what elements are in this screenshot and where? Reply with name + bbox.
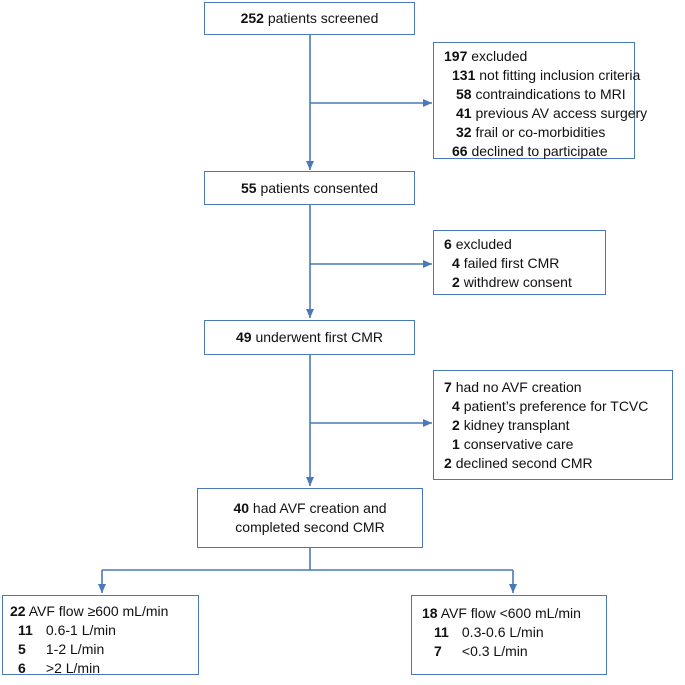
high-flow-count: 22 — [10, 603, 26, 619]
second-cmr-line2: completed second CMR — [235, 519, 385, 535]
no-avf-item-label: kidney transplant — [463, 417, 570, 433]
high-flow-item: 6 >2 L/min — [10, 659, 198, 678]
excluded1-item-label: previous AV access surgery — [475, 105, 648, 121]
low-flow-item-label: <0.3 L/min — [461, 643, 528, 659]
no-avf-item-count: 2 — [452, 417, 460, 433]
low-flow-label: AVF flow <600 mL/min — [440, 605, 581, 621]
excluded2-item-count: 2 — [452, 274, 460, 290]
high-flow-item-count: 5 — [18, 641, 26, 657]
excluded1-count: 197 — [444, 48, 468, 64]
no-avf-item-label: patient’s preference for TCVC — [463, 398, 649, 414]
excluded1-item-count: 58 — [456, 86, 472, 102]
excluded2-head: 6 excluded — [444, 235, 605, 254]
high-flow-box: 22 AVF flow ≥600 mL/min 11 0.6-1 L/min 5… — [2, 595, 199, 678]
low-flow-item-count: 11 — [434, 624, 449, 640]
excluded1-item-label: declined to participate — [471, 143, 608, 159]
excluded1-item-label: not fitting inclusion criteria — [479, 67, 641, 83]
excluded1-item-count: 66 — [452, 143, 468, 159]
excluded1-item-count: 131 — [452, 67, 476, 83]
no-avf-box: 7 had no AVF creation 4 patient’s prefer… — [433, 370, 673, 480]
excluded2-count: 6 — [444, 236, 452, 252]
excluded1-item-count: 41 — [456, 105, 472, 121]
second-cmr-label: had AVF creation and — [252, 500, 387, 516]
excluded1-item: 41 previous AV access surgery — [444, 104, 647, 123]
second-cmr-box: 40 had AVF creation and completed second… — [197, 488, 423, 548]
first-cmr-box: 49 underwent first CMR — [204, 320, 415, 355]
second-cmr-line1: 40 had AVF creation and — [198, 499, 422, 518]
high-flow-item-count: 6 — [18, 660, 26, 676]
excluded2-item-count: 4 — [452, 255, 460, 271]
excluded2-label: excluded — [455, 236, 512, 252]
high-flow-item-label: 1-2 L/min — [45, 641, 105, 657]
high-flow-item: 5 1-2 L/min — [10, 640, 198, 659]
consented-box: 55 patients consented — [204, 171, 415, 205]
no-avf-item: 4 patient’s preference for TCVC — [444, 397, 672, 416]
low-flow-count: 18 — [422, 605, 438, 621]
declined-second-cmr-count: 2 — [444, 455, 452, 471]
first-cmr-count: 49 — [235, 329, 252, 345]
excluded1-item-count: 32 — [456, 124, 472, 140]
no-avf-tail: 2 declined second CMR — [444, 454, 672, 473]
excluded1-item: 131 not fitting inclusion criteria — [444, 66, 640, 85]
low-flow-box: 18 AVF flow <600 mL/min 11 0.3-0.6 L/min… — [411, 595, 607, 675]
no-avf-head: 7 had no AVF creation — [444, 378, 672, 397]
excluded1-item: 66 declined to participate — [444, 142, 634, 161]
excluded2-box: 6 excluded 4 failed first CMR 2 withdrew… — [433, 230, 606, 295]
no-avf-item-count: 1 — [452, 436, 460, 452]
first-cmr-label: underwent first CMR — [255, 329, 384, 345]
high-flow-label: AVF flow ≥600 mL/min — [28, 603, 169, 619]
excluded1-head: 197 excluded — [444, 47, 634, 66]
no-avf-label: had no AVF creation — [455, 379, 582, 395]
no-avf-item-count: 4 — [452, 398, 460, 414]
no-avf-item: 2 kidney transplant — [444, 416, 672, 435]
consented-count: 55 — [241, 180, 257, 196]
excluded1-box: 197 excluded 131 not fitting inclusion c… — [433, 42, 647, 161]
low-flow-head: 18 AVF flow <600 mL/min — [422, 604, 606, 623]
excluded1-item: 58 contraindications to MRI — [444, 85, 634, 104]
low-flow-item-count: 7 — [434, 643, 442, 659]
low-flow-item: 11 0.3-0.6 L/min — [422, 623, 606, 642]
no-avf-item: 1 conservative care — [444, 435, 672, 454]
high-flow-item-count: 11 — [18, 622, 33, 638]
second-cmr-count: 40 — [233, 500, 250, 516]
consented-label: patients consented — [260, 180, 378, 196]
declined-second-cmr-label: declined second CMR — [455, 455, 593, 471]
excluded1-item-label: frail or co-morbidities — [475, 124, 606, 140]
screened-label: patients screened — [267, 10, 379, 26]
excluded2-item-label: withdrew consent — [463, 274, 572, 290]
high-flow-head: 22 AVF flow ≥600 mL/min — [10, 602, 198, 621]
high-flow-item-label: >2 L/min — [45, 660, 100, 676]
no-avf-item-label: conservative care — [463, 436, 574, 452]
excluded1-item-label: contraindications to MRI — [475, 86, 626, 102]
excluded1-item: 32 frail or co-morbidities — [444, 123, 634, 142]
excluded2-item-label: failed first CMR — [463, 255, 560, 271]
excluded1-label: excluded — [471, 48, 528, 64]
excluded2-item: 4 failed first CMR — [444, 254, 605, 273]
low-flow-item: 7 <0.3 L/min — [422, 642, 606, 661]
excluded2-item: 2 withdrew consent — [444, 273, 605, 292]
high-flow-item-label: 0.6-1 L/min — [45, 622, 116, 638]
high-flow-item: 11 0.6-1 L/min — [10, 621, 198, 640]
no-avf-count: 7 — [444, 379, 452, 395]
screened-box: 252 patients screened — [204, 2, 415, 35]
screened-count: 252 — [240, 10, 264, 26]
low-flow-item-label: 0.3-0.6 L/min — [461, 624, 544, 640]
